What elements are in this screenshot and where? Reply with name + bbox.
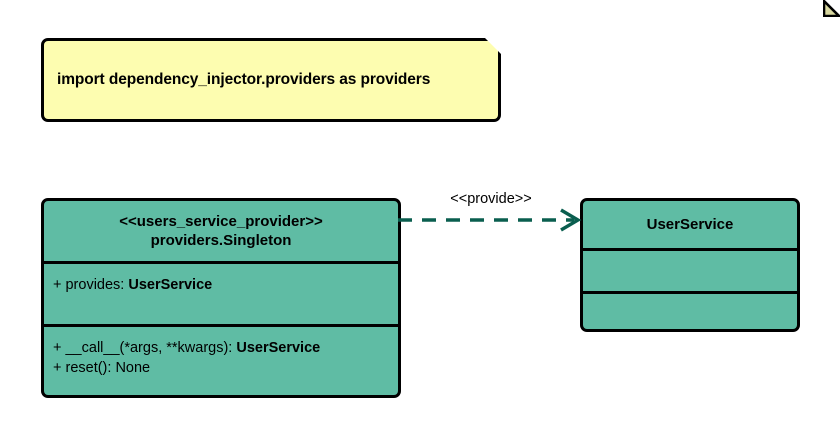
attribute-row: + provides: UserService bbox=[53, 275, 389, 295]
attribute-label: + provides: bbox=[53, 277, 129, 293]
class-name: UserService bbox=[646, 216, 734, 233]
operation-label: + reset(): None bbox=[53, 360, 151, 376]
note-import-text: import dependency_injector.providers as … bbox=[57, 71, 431, 88]
operation-type: UserService bbox=[236, 340, 321, 356]
class-operations-compartment: + __call__(*args, **kwargs): UserService… bbox=[44, 324, 398, 395]
class-box-user-service[interactable]: UserService bbox=[580, 198, 800, 332]
class-stereotype: <<users_service_provider>> bbox=[119, 213, 323, 230]
class-name: providers.Singleton bbox=[150, 232, 292, 249]
operation-label: + __call__(*args, **kwargs): bbox=[53, 340, 237, 356]
class-operations-compartment bbox=[583, 291, 797, 329]
operation-row: + __call__(*args, **kwargs): UserService bbox=[53, 338, 389, 358]
attribute-type: UserService bbox=[128, 277, 213, 293]
dependency-stereotype-label: <<provide>> bbox=[450, 191, 532, 207]
class-attributes-compartment: + provides: UserService bbox=[44, 261, 398, 324]
class-attributes-compartment bbox=[583, 248, 797, 291]
note-fold-corner-icon bbox=[823, 0, 840, 17]
note-import[interactable]: import dependency_injector.providers as … bbox=[41, 38, 501, 122]
operation-row: + reset(): None bbox=[53, 358, 389, 378]
class-header-user-service: UserService bbox=[583, 201, 797, 248]
class-header-users-service-provider: <<users_service_provider>> providers.Sin… bbox=[44, 201, 398, 261]
class-box-users-service-provider[interactable]: <<users_service_provider>> providers.Sin… bbox=[41, 198, 401, 398]
dependency-arrow-provide[interactable] bbox=[398, 186, 584, 234]
dependency-arrowhead-icon bbox=[560, 208, 582, 232]
